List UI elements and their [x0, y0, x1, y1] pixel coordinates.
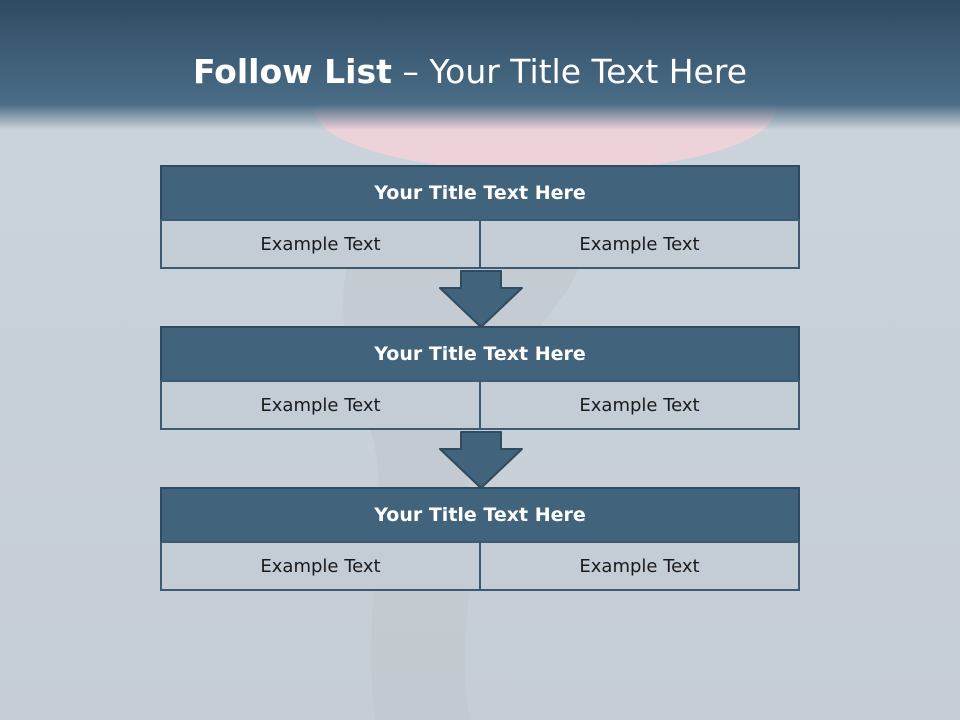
- slide-title: Follow List – Your Title Text Here: [0, 52, 940, 91]
- follow-step-3: Your Title Text Here Example Text Exampl…: [160, 487, 800, 591]
- step-cell-left: Example Text: [160, 380, 481, 430]
- step-cell-right: Example Text: [479, 541, 800, 591]
- step-cell-right: Example Text: [479, 380, 800, 430]
- follow-step-2: Your Title Text Here Example Text Exampl…: [160, 326, 800, 430]
- slide-title-bold: Follow List: [192, 52, 392, 91]
- slide-title-rest: – Your Title Text Here: [402, 52, 748, 91]
- down-arrow-icon: [439, 270, 523, 328]
- header-band: [0, 0, 960, 130]
- down-arrow-icon: [439, 431, 523, 489]
- step-cell-left: Example Text: [160, 541, 481, 591]
- step-row: Example Text Example Text: [160, 541, 800, 591]
- step-cell-right: Example Text: [479, 219, 800, 269]
- step-title: Your Title Text Here: [160, 326, 800, 382]
- step-cell-left: Example Text: [160, 219, 481, 269]
- step-title: Your Title Text Here: [160, 165, 800, 221]
- step-row: Example Text Example Text: [160, 380, 800, 430]
- follow-step-1: Your Title Text Here Example Text Exampl…: [160, 165, 800, 269]
- step-title: Your Title Text Here: [160, 487, 800, 543]
- step-row: Example Text Example Text: [160, 219, 800, 269]
